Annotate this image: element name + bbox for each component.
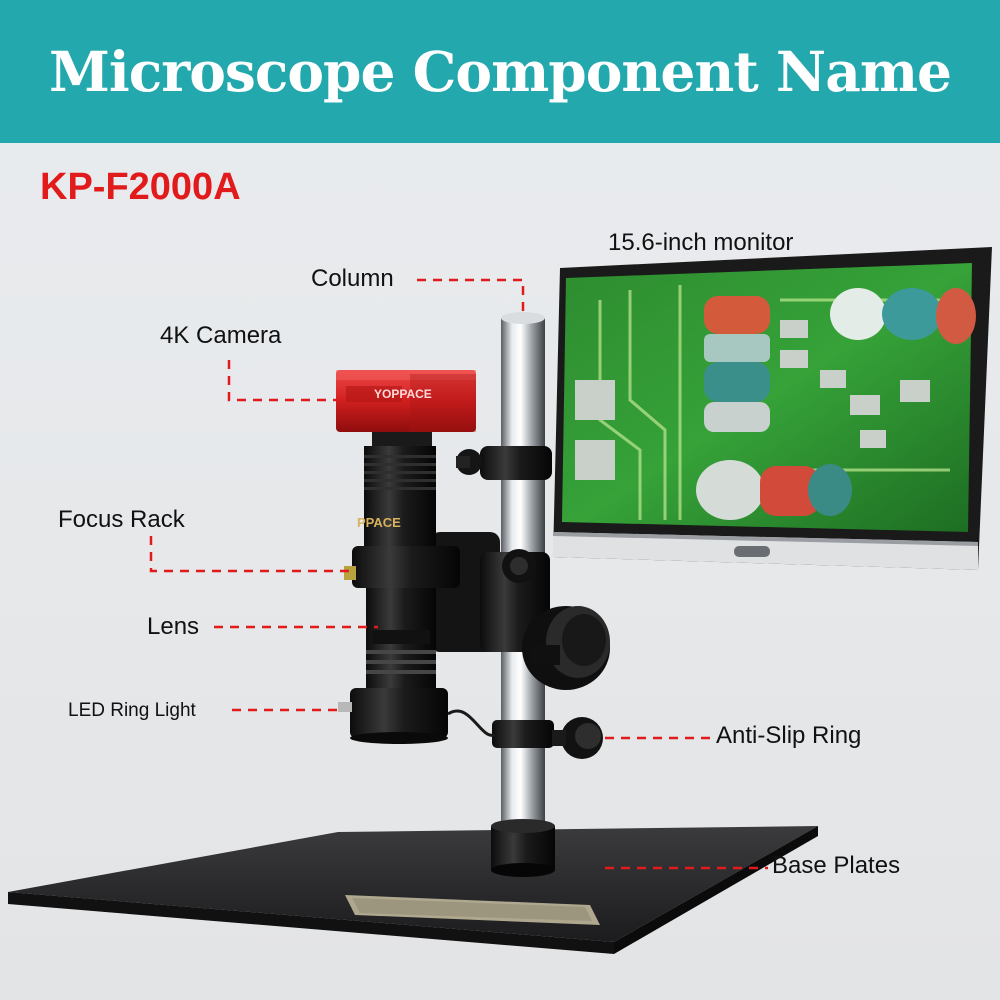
label-monitor: 15.6-inch monitor [608,229,794,256]
upper-clamp [456,446,552,480]
label-column: Column [311,265,394,292]
page-title: Microscope Component Name [48,39,952,104]
model-number: KP-F2000A [40,166,241,208]
lens-brand-text: PPACE [357,515,401,530]
focus-rack-leader-line [149,536,352,573]
camera-brand-text: YOPPACE [374,387,432,401]
camera: YOPPACE [336,370,476,446]
led-ring-light [338,688,496,744]
label-4k-camera: 4K Camera [160,322,282,349]
label-anti-slip-ring: Anti-Slip Ring [716,722,862,749]
label-lens: Lens [147,613,200,640]
monitor-screen [562,263,976,532]
lens-barrel: PPACE [344,446,460,688]
label-base-plates: Base Plates [772,852,901,879]
column-leader-line [417,278,525,312]
leader-lines [149,278,768,870]
monitor [553,247,992,570]
anti-slip-ring [492,717,603,759]
label-focus-rack: Focus Rack [58,506,185,533]
camera-leader-line [227,360,338,402]
title-banner: Microscope Component Name [0,0,1000,143]
base-plate [8,826,818,954]
label-led-ring-light: LED Ring Light [68,700,196,721]
